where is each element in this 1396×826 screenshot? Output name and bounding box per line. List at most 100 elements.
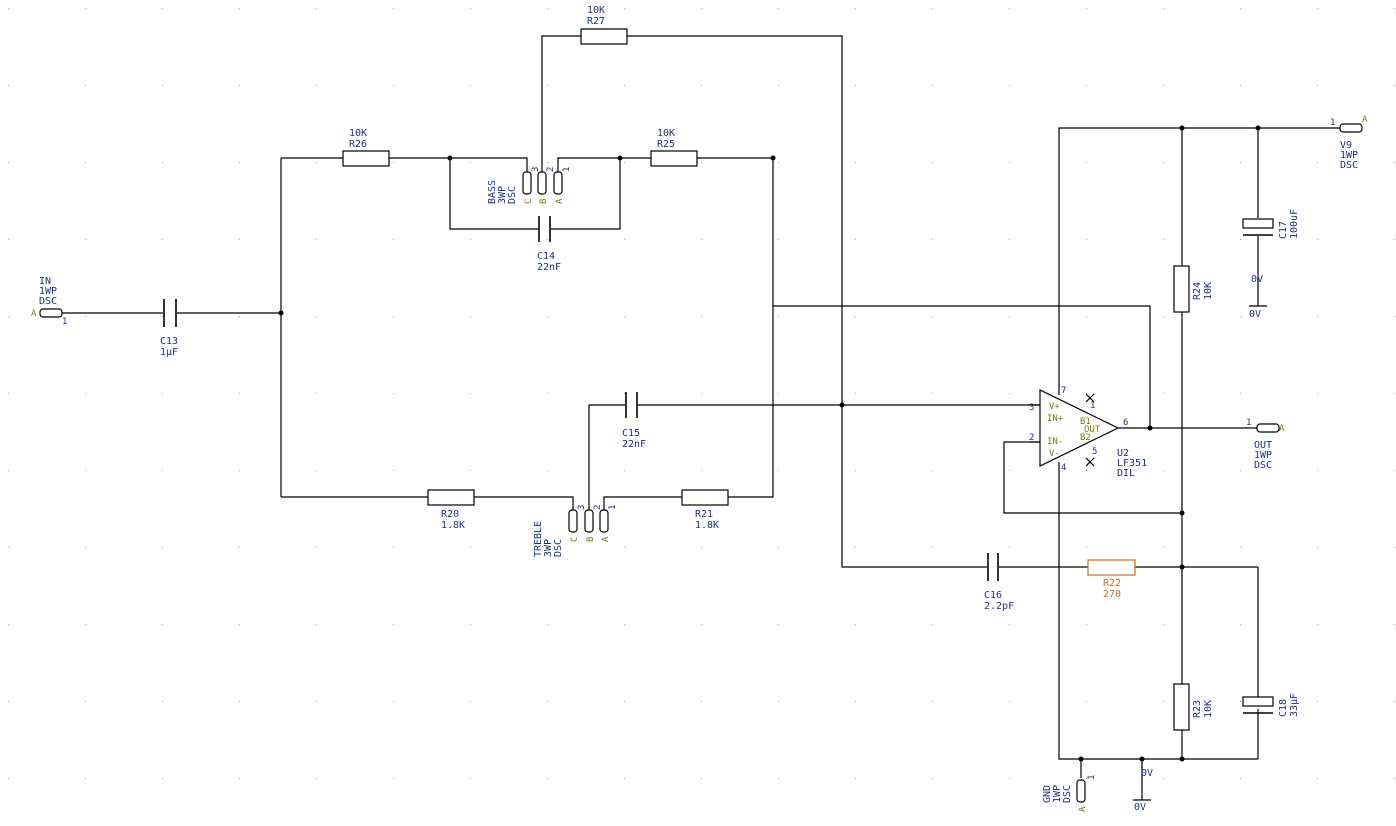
bass-pin-3: 3 xyxy=(531,167,541,172)
r23-value: 10K xyxy=(1203,700,1214,718)
r25-value: 10K xyxy=(657,128,675,139)
grid-dot xyxy=(547,547,548,548)
grid-dot xyxy=(778,239,779,240)
grid-dot xyxy=(85,316,86,317)
capacitor-c15[interactable] xyxy=(625,392,638,418)
c16-value: 2.2pF xyxy=(984,601,1014,612)
grid-dot xyxy=(547,316,548,317)
grid-dot xyxy=(547,8,548,9)
grid-dot xyxy=(547,624,548,625)
connector-gnd-pin[interactable] xyxy=(1076,779,1086,803)
connector-v9-pin[interactable] xyxy=(1339,123,1363,133)
grid-dot xyxy=(8,162,9,163)
grid-dot xyxy=(393,624,394,625)
grid-dot xyxy=(8,85,9,86)
grid-dot xyxy=(8,8,9,9)
r21-value: 1.8K xyxy=(695,520,719,531)
in-pkg: DSC xyxy=(39,296,57,307)
treble-pin-2: 2 xyxy=(593,505,603,510)
gnd-pkg: DSC xyxy=(1062,785,1073,803)
resistor-r27[interactable] xyxy=(580,28,628,45)
resistor-r20[interactable] xyxy=(427,489,475,506)
grid-dot xyxy=(8,393,9,394)
grid-dot xyxy=(162,8,163,9)
pot-bass-pins[interactable] xyxy=(522,171,563,195)
grid-dot xyxy=(85,85,86,86)
u2-pkg: DIL xyxy=(1117,468,1135,479)
resistor-r25[interactable] xyxy=(650,150,698,167)
resistor-r21[interactable] xyxy=(681,489,729,506)
grid-dot xyxy=(932,85,933,86)
capacitor-c17[interactable] xyxy=(1242,218,1274,236)
opamp-u2[interactable] xyxy=(1039,389,1120,467)
grid-dot xyxy=(8,624,9,625)
grid-dot xyxy=(1240,316,1241,317)
pot-treble-pins[interactable] xyxy=(568,509,609,533)
grid-dot xyxy=(1317,547,1318,548)
grid-dot xyxy=(1317,701,1318,702)
u2-type: LF351 xyxy=(1117,458,1147,469)
grid-dot xyxy=(470,85,471,86)
bass-name: BASS xyxy=(487,180,498,204)
grid-dot xyxy=(85,470,86,471)
grid-dot xyxy=(316,239,317,240)
grid-dot xyxy=(1240,8,1241,9)
grid-dot xyxy=(1240,85,1241,86)
connector-out-pin[interactable] xyxy=(1256,423,1280,433)
grid-dot xyxy=(624,162,625,163)
capacitor-c14[interactable] xyxy=(538,216,551,242)
capacitor-c18[interactable] xyxy=(1242,696,1274,714)
grid-dot xyxy=(162,85,163,86)
grid-dot xyxy=(1240,393,1241,394)
grid-dot xyxy=(855,778,856,779)
resistor-r24[interactable] xyxy=(1173,265,1190,313)
grid-dot xyxy=(1317,8,1318,9)
grid-dot xyxy=(1163,624,1164,625)
grid-dot xyxy=(393,470,394,471)
resistor-r23[interactable] xyxy=(1173,683,1190,731)
u2-pin-1: 1 xyxy=(1090,401,1095,411)
grid-dot xyxy=(855,239,856,240)
r27-value: 10K xyxy=(587,5,605,16)
grid-dot xyxy=(470,701,471,702)
capacitor-c13[interactable] xyxy=(163,299,177,327)
u2-pin-2: 2 xyxy=(1029,433,1034,443)
treble-name: TREBLE xyxy=(533,521,544,557)
grid-dot xyxy=(239,8,240,9)
grid-dot xyxy=(624,85,625,86)
ground-label-c17-rail: 0V xyxy=(1249,309,1261,320)
grid-dot xyxy=(316,162,317,163)
grid-dot xyxy=(85,547,86,548)
grid-dot xyxy=(855,547,856,548)
grid-dot xyxy=(162,470,163,471)
grid-dot xyxy=(393,778,394,779)
grid-dot xyxy=(778,778,779,779)
c18-label: C18 xyxy=(1278,699,1289,717)
r22-label: R22 xyxy=(1103,578,1121,589)
resistor-r22[interactable] xyxy=(1087,559,1136,576)
treble-pin-b: B xyxy=(586,537,596,542)
grid-dot xyxy=(778,8,779,9)
grid-dot xyxy=(855,701,856,702)
grid-dot xyxy=(1086,547,1087,548)
grid-dot xyxy=(778,316,779,317)
out-pin-a: A xyxy=(1279,424,1285,434)
u2-pin-6: 6 xyxy=(1123,418,1128,428)
grid-dot xyxy=(316,8,317,9)
u2-pin-5: 5 xyxy=(1092,447,1097,457)
grid-dot xyxy=(1086,85,1087,86)
r24-label: R24 xyxy=(1192,282,1203,300)
r20-value: 1.8K xyxy=(441,520,465,531)
u2-pin-in-minus: IN- xyxy=(1047,437,1063,447)
capacitor-c16[interactable] xyxy=(987,553,999,581)
resistor-r26[interactable] xyxy=(342,150,390,167)
u2-ref: U2 xyxy=(1117,448,1129,459)
grid-dot xyxy=(470,470,471,471)
grid-dot xyxy=(470,8,471,9)
grid-dot xyxy=(932,470,933,471)
junction-dots xyxy=(278,125,1261,762)
out-pkg: DSC xyxy=(1254,460,1272,471)
connector-in-pin[interactable] xyxy=(39,308,63,318)
grid-dot xyxy=(1086,316,1087,317)
grid-dot xyxy=(1009,778,1010,779)
